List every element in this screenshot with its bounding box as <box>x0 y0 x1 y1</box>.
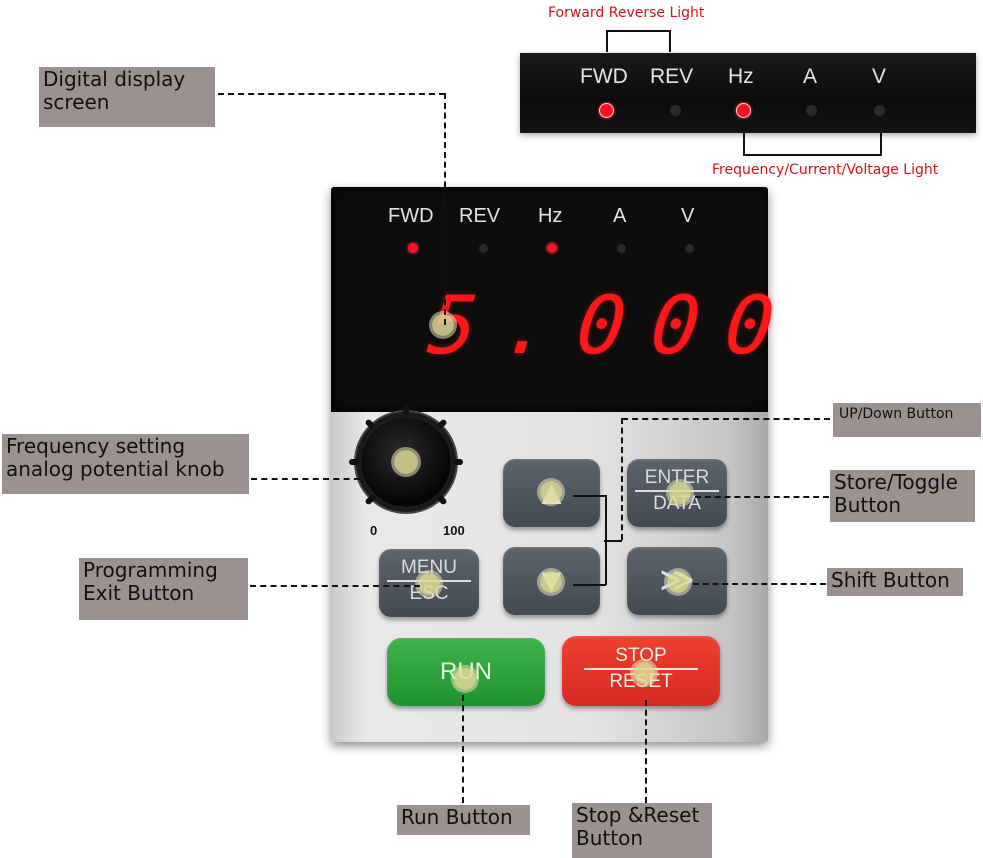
up-marker-icon <box>540 481 562 503</box>
frequency-knob[interactable] <box>349 404 463 507</box>
run-button[interactable]: RUN <box>387 638 545 706</box>
callout-run: Run Button <box>397 805 530 835</box>
callout-programming-exit: Programming Exit Button <box>79 558 248 620</box>
indicator-label-rev: REV <box>650 65 694 88</box>
stop-label: STOP <box>615 645 667 666</box>
menu-marker-icon <box>418 573 440 595</box>
leader-display-v <box>444 93 446 325</box>
screen-indicator-a: A <box>613 205 627 227</box>
screen-a-led-icon <box>617 244 626 253</box>
leader-display-h <box>218 93 445 95</box>
seven-segment-readout: 5.000 <box>424 279 805 372</box>
fwd-led-icon <box>599 103 614 118</box>
callout-up-down: UP/Down Button <box>833 403 981 437</box>
screen-hz-led-icon <box>547 243 557 253</box>
keypad-panel: FWD REV Hz A V 5.000 0 100 ▲ ▼ ENTER DA <box>331 187 805 742</box>
screen-indicator-rev: REV <box>459 205 501 227</box>
callout-stop-reset: Stop &Reset Button <box>572 803 712 858</box>
screen-v-led-icon <box>685 244 694 253</box>
knob-max-label: 100 <box>443 523 465 538</box>
rev-led-icon <box>670 105 681 116</box>
forward-reverse-caption: Forward Reverse Light <box>548 5 705 21</box>
bracket-left <box>606 30 608 52</box>
bracket-right <box>669 30 671 52</box>
down-marker-icon <box>540 571 562 593</box>
hz-led-icon <box>736 103 751 118</box>
a-led-icon <box>806 105 817 116</box>
indicator-label-v: V <box>872 65 887 88</box>
digital-display-screen: FWD REV Hz A V 5.000 <box>331 187 805 412</box>
down-button[interactable]: ▼ <box>503 547 600 615</box>
indicator-label-hz: Hz <box>728 65 754 88</box>
callout-store-toggle: Store/Toggle Button <box>830 470 975 522</box>
indicator-label-a: A <box>803 65 818 88</box>
leader-stop <box>645 700 647 803</box>
enter-data-button[interactable]: ENTER DATA <box>627 459 727 527</box>
leader-down <box>573 584 606 586</box>
shift-button[interactable]: ≫ <box>627 547 727 615</box>
screen-rev-led-icon <box>479 244 488 253</box>
leader-knob <box>251 478 401 480</box>
enter-label: ENTER <box>644 467 710 488</box>
callout-frequency-knob: Frequency setting analog potential knob <box>2 434 249 494</box>
leader-up <box>573 495 606 497</box>
leader-updown-v <box>621 418 623 540</box>
bracket-hz <box>743 132 745 154</box>
leader-updown-h <box>622 418 830 420</box>
enter-marker-icon <box>669 482 691 504</box>
indicator-label-fwd: FWD <box>580 65 628 88</box>
bracket-fwd-rev <box>606 30 670 32</box>
menu-esc-button[interactable]: MENU ESC <box>379 549 479 617</box>
screen-indicator-hz: Hz <box>538 205 563 227</box>
knob-min-label: 0 <box>370 523 378 538</box>
stop-reset-button[interactable]: STOP RESET <box>562 636 720 706</box>
leader-run <box>462 695 464 803</box>
knob-marker-icon <box>394 450 418 474</box>
bracket-v <box>880 132 882 154</box>
leader-updown-bracket <box>605 495 607 585</box>
stop-marker-icon <box>633 662 655 684</box>
shift-marker-icon <box>667 571 689 593</box>
indicator-strip-inset: FWD REV Hz A V <box>520 53 976 133</box>
leader-shift <box>693 583 826 585</box>
callout-digital-display: Digital display screen <box>39 67 215 127</box>
bracket-hz-a-v <box>743 154 882 156</box>
screen-indicator-fwd: FWD <box>388 205 434 227</box>
screen-fwd-led-icon <box>408 243 418 253</box>
freq-current-voltage-caption: Frequency/Current/Voltage Light <box>712 162 939 178</box>
up-button[interactable]: ▲ <box>503 459 600 527</box>
display-marker-icon <box>432 314 454 336</box>
leader-enter <box>695 496 829 498</box>
run-marker-icon <box>454 668 476 690</box>
menu-label: MENU <box>401 557 457 578</box>
v-led-icon <box>874 105 885 116</box>
callout-shift: Shift Button <box>827 568 963 596</box>
leader-menu <box>250 585 420 587</box>
leader-updown-join <box>604 540 622 542</box>
screen-indicator-v: V <box>681 205 695 227</box>
